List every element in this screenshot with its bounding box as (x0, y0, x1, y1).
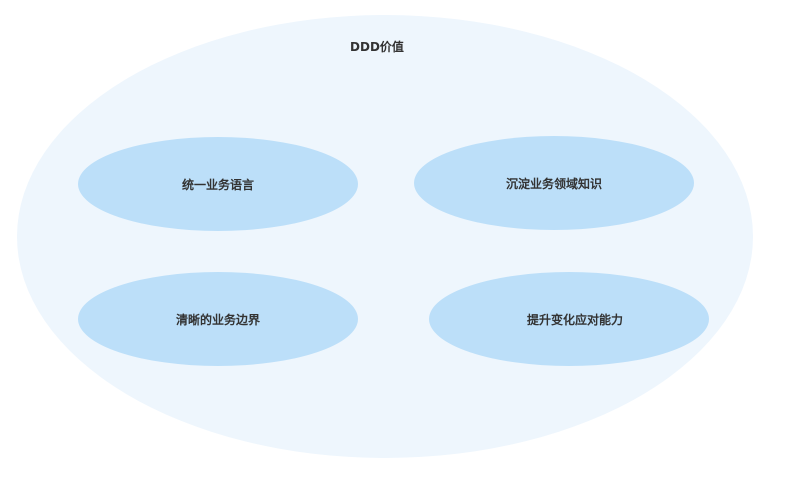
node-label: 统一业务语言 (181, 177, 254, 192)
node-unified-language: 统一业务语言 (78, 137, 358, 231)
node-change-response: 提升变化应对能力 (429, 272, 709, 366)
node-label: 清晰的业务边界 (175, 312, 260, 327)
node-label: 提升变化应对能力 (526, 312, 623, 327)
outer-group-ellipse (17, 15, 753, 458)
diagram-title: DDD价值 (350, 40, 404, 54)
node-label: 沉淀业务领域知识 (505, 176, 602, 191)
node-domain-knowledge: 沉淀业务领域知识 (414, 136, 694, 230)
node-business-boundary: 清晰的业务边界 (78, 272, 358, 366)
